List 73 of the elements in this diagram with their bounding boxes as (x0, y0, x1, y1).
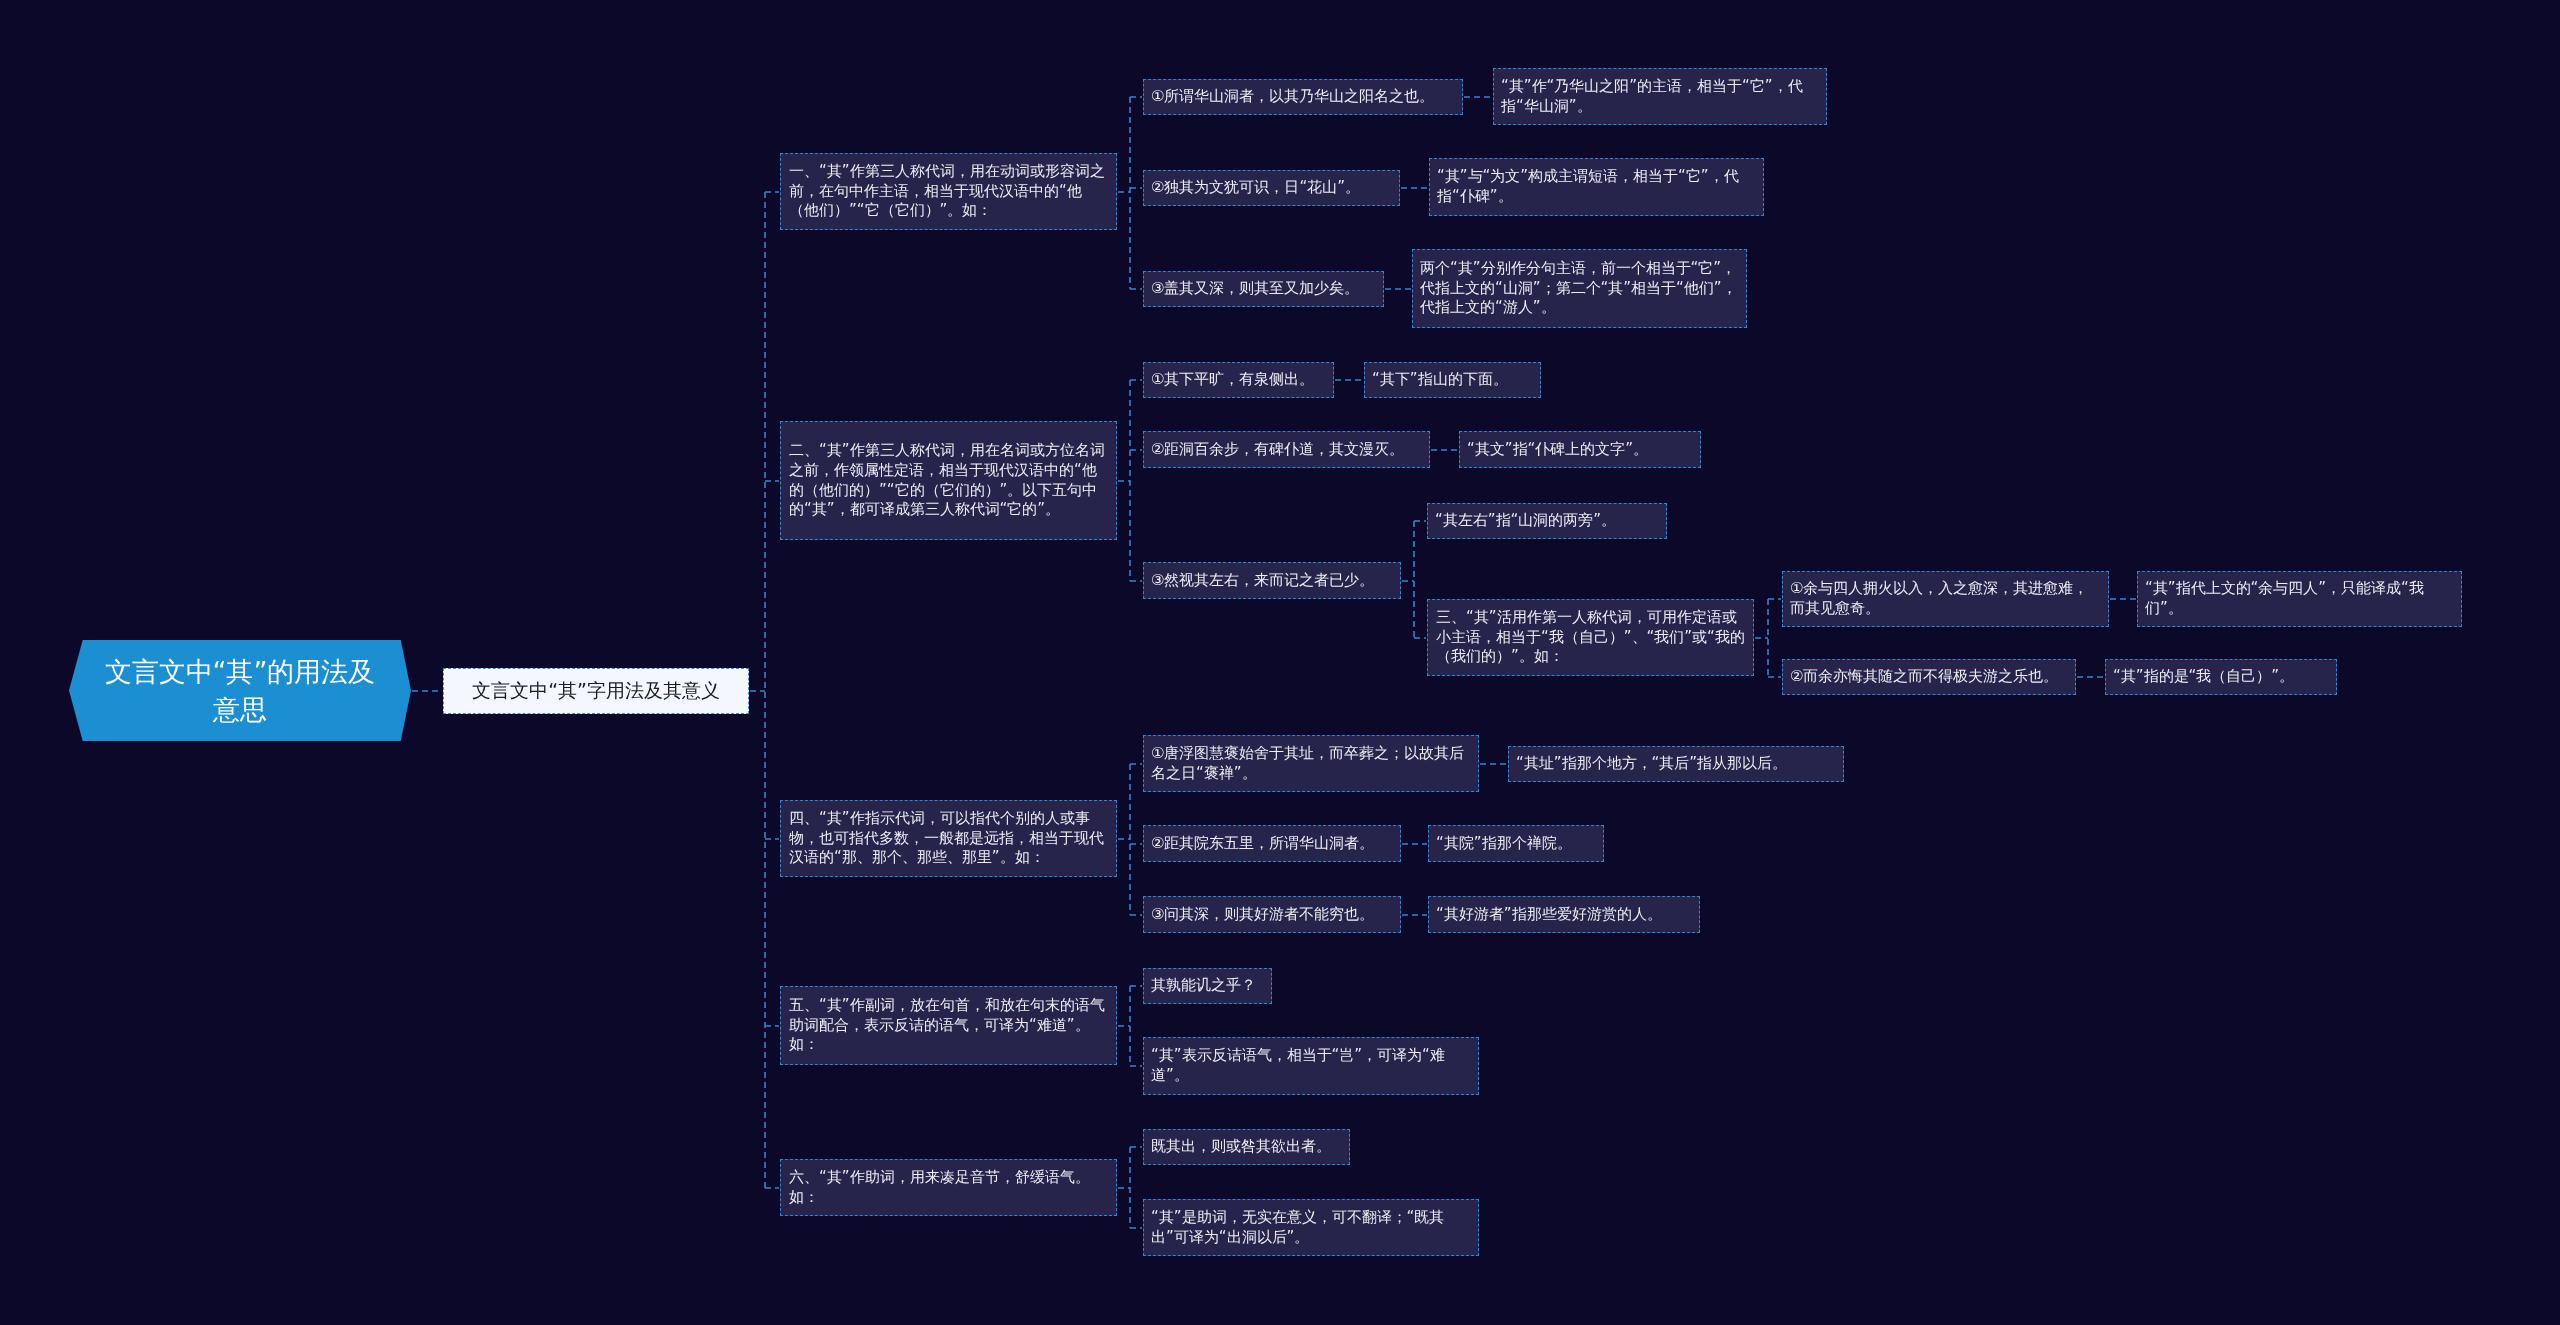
explanation-note: “其左右”指“山洞的两旁”。 (1427, 503, 1667, 539)
connector-line (1129, 379, 1143, 381)
connector-line (1129, 96, 1143, 98)
explanation-note: “其”与“为文”构成主谓短语，相当于“它”，代指“仆碑”。 (1429, 158, 1764, 216)
example-sentence: 其孰能讥之乎？ (1143, 968, 1272, 1004)
connector-line (764, 480, 780, 482)
connector-line (1754, 598, 1769, 678)
connector-line (764, 1187, 780, 1189)
example-sentence: ①所谓华山洞者，以其乃华山之阳名之也。 (1143, 79, 1463, 115)
connector-line (1129, 1227, 1143, 1229)
explanation-note: 两个“其”分别作分句主语，前一个相当于“它”，代指上文的“山洞”；第二个“其”相当于“他们”，代指上文的“游人”。 (1412, 249, 1747, 328)
connector-line (1767, 676, 1782, 678)
example-sentence: 既其出，则或咎其欲出者。 (1143, 1129, 1350, 1165)
explanation-note: “其”作“乃华山之阳”的主语，相当于“它”，代指“华山洞”。 (1493, 68, 1827, 125)
example-sentence: ①唐浮图慧褒始舍于其址，而卒葬之；以故其后名之日“褒禅”。 (1143, 735, 1479, 792)
connector-line (1129, 985, 1143, 987)
explanation-note: “其”是助词，无实在意义，可不翻译；“既其出”可译为“出洞以后”。 (1143, 1199, 1479, 1256)
explanation-note: “其”表示反诘语气，相当于“岂”，可译为“难道”。 (1143, 1037, 1479, 1095)
connector-line (1129, 580, 1143, 582)
connector-line (2076, 676, 2105, 678)
connector-line (749, 191, 766, 1189)
category-topic: 四、“其”作指示代词，可以指代个别的人或事物，也可指代多数，一般都是远指，相当于现代汉语的“那、那个、那些、那里”。如： (780, 800, 1117, 877)
connector-line (2109, 598, 2137, 600)
connector-line (1129, 843, 1143, 845)
explanation-note: “其”指代上文的“余与四人”，只能译成“我们”。 (2137, 571, 2462, 627)
explanation-note: “其院”指那个禅院。 (1428, 825, 1604, 862)
connector-line (1129, 449, 1143, 451)
example-sentence: ②独其为文犹可识，日“花山”。 (1143, 170, 1400, 206)
connector-line (1129, 288, 1143, 290)
example-sentence: ②而余亦悔其随之而不得极夫游之乐也。 (1782, 659, 2076, 695)
connector-line (1767, 598, 1782, 600)
example-sentence: ③然视其左右，来而记之者已少。 (1143, 562, 1401, 599)
connector-line (1413, 637, 1427, 639)
connector-line (1413, 520, 1427, 522)
connector-line (1400, 187, 1429, 189)
explanation-note: “其址”指那个地方，“其后”指从那以后。 (1508, 746, 1844, 782)
connector-line (1401, 914, 1428, 916)
connector-line (1117, 96, 1131, 290)
connector-line (1129, 914, 1143, 916)
connector-line (1129, 1146, 1143, 1148)
connector-line (1117, 1146, 1131, 1229)
connector-line (1129, 187, 1143, 189)
connector-line (1129, 763, 1143, 765)
category-topic: 六、“其”作助词，用来凑足音节，舒缓语气。如： (780, 1159, 1117, 1216)
connector-line (1129, 1065, 1143, 1067)
connector-line (1334, 379, 1364, 381)
category-topic: 一、“其”作第三人称代词，用在动词或形容词之前，在句中作主语，相当于现代汉语中的“他（他们）”“它（它们）”。如： (780, 153, 1117, 230)
connector-line (1401, 843, 1428, 845)
example-sentence: ②距洞百余步，有碑仆道，其文漫灭。 (1143, 431, 1430, 468)
central-topic: 文言文中“其”的用法及意思 (69, 640, 411, 741)
connector-line (1117, 763, 1131, 916)
explanation-note: “其下”指山的下面。 (1364, 362, 1541, 398)
example-sentence: ②距其院东五里，所谓华山洞者。 (1143, 825, 1401, 862)
category-topic: 二、“其”作第三人称代词，用在名词或方位名词之前，作领属性定语，相当于现代汉语中的“他的（他们的）”“它的（它们的）”。以下五句中的“其”，都可译成第三人称代词“它的”。 (780, 421, 1117, 540)
main-branch-topic: 文言文中“其”字用法及其意义 (443, 668, 749, 714)
connector-line (764, 191, 780, 193)
connector-line (1430, 449, 1459, 451)
example-sentence: ①其下平旷，有泉侧出。 (1143, 362, 1334, 398)
connector-line (764, 1025, 780, 1027)
example-sentence: ③盖其又深，则其至又加少矣。 (1143, 271, 1384, 307)
connector-line (1479, 763, 1508, 765)
example-sentence: ①余与四人拥火以入，入之愈深，其进愈难，而其见愈奇。 (1782, 571, 2109, 627)
category-topic: 五、“其”作副词，放在句首，和放在句末的语气助词配合，表示反诘的语气，可译为“难道”。如： (780, 986, 1117, 1065)
explanation-note: “其”指的是“我（自己）”。 (2105, 659, 2337, 695)
connector-line (764, 838, 780, 840)
connector-line (1463, 96, 1493, 98)
connector-line (1384, 288, 1412, 290)
explanation-note: “其好游者”指那些爱好游赏的人。 (1428, 896, 1700, 933)
category-topic: 三、“其”活用作第一人称代词，可用作定语或小主语，相当于“我（自己）”、“我们”或“我的（我们的）”。如： (1427, 599, 1754, 676)
explanation-note: “其文”指“仆碑上的文字”。 (1459, 431, 1701, 468)
connector-line (1401, 520, 1415, 639)
example-sentence: ③问其深，则其好游者不能穷也。 (1143, 896, 1401, 933)
connector-line (1117, 379, 1131, 582)
